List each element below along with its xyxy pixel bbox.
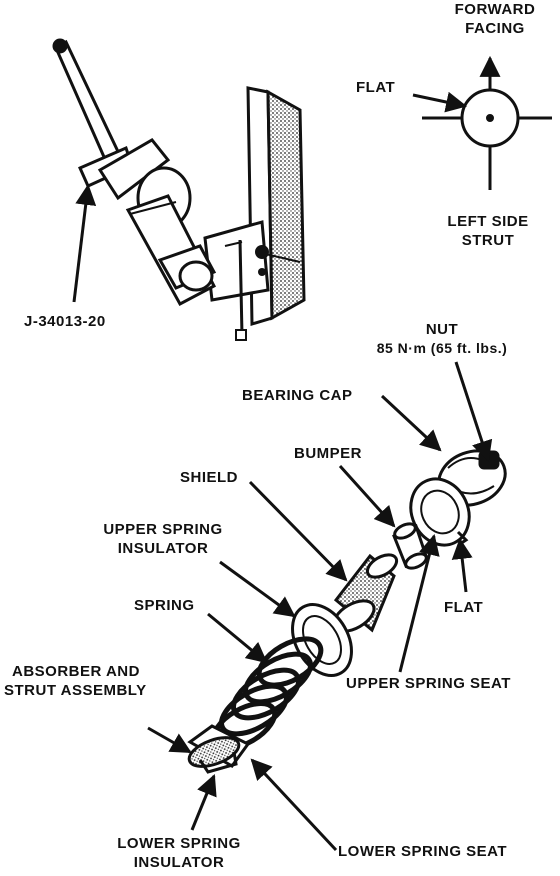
label-tool-number: J-34013-20 <box>24 313 106 330</box>
absorber-assembly <box>187 724 251 774</box>
label-lower-spring-seat: LOWER SPRING SEAT <box>338 843 508 860</box>
label-spring: SPRING <box>134 597 195 614</box>
orientation-symbol <box>412 55 552 190</box>
label-facing: FACING <box>465 20 525 37</box>
label-insulator-lower: INSULATOR <box>133 854 225 871</box>
label-nut-title: NUT <box>425 321 459 338</box>
label-nut-torque: 85 N·m (65 ft. lbs.) <box>376 340 508 356</box>
label-shield: SHIELD <box>180 469 239 486</box>
label-upper-spring: UPPER SPRING <box>103 521 223 538</box>
label-flat-top: FLAT <box>356 79 396 96</box>
label-bearing-cap: BEARING CAP <box>242 387 353 404</box>
label-strut: STRUT <box>461 232 515 249</box>
label-left-side: LEFT SIDE <box>447 213 529 230</box>
label-absorber-and: ABSORBER AND <box>12 663 140 680</box>
label-nut: NUT 85 N·m (65 ft. lbs.) <box>342 320 542 358</box>
label-absorber-strut-assembly: ABSORBER AND STRUT ASSEMBLY <box>4 662 147 700</box>
label-lower-spring-insulator: LOWER SPRING INSULATOR <box>104 834 254 872</box>
label-flat-bottom: FLAT <box>444 599 484 616</box>
label-strut-assembly: STRUT ASSEMBLY <box>4 682 147 699</box>
label-forward-facing: FORWARD FACING <box>440 0 550 38</box>
spring-compressor-tool <box>52 38 217 307</box>
leader-arrows <box>72 183 493 852</box>
label-bumper: BUMPER <box>294 445 363 462</box>
bumper <box>392 522 428 570</box>
label-lower-spring: LOWER SPRING <box>117 835 241 852</box>
label-upper-spring-insulator: UPPER SPRING INSULATOR <box>88 520 238 558</box>
label-upper-spring-seat: UPPER SPRING SEAT <box>346 675 511 692</box>
label-left-side-strut: LEFT SIDE STRUT <box>428 212 548 250</box>
strut-tower-frame <box>203 86 306 341</box>
label-insulator-upper: INSULATOR <box>117 540 209 557</box>
coil-spring <box>210 636 324 751</box>
label-forward: FORWARD <box>454 1 536 18</box>
